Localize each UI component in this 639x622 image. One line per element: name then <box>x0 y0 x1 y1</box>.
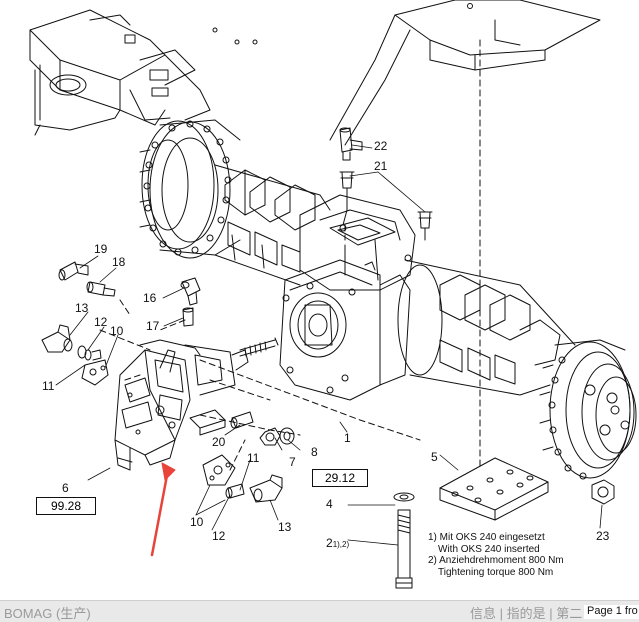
elbow-13 <box>41 324 73 353</box>
note-2-en: Tightening torque 800 Nm <box>438 566 554 578</box>
fitting-19 <box>58 261 89 281</box>
fitting-16 <box>180 277 201 306</box>
callout-13-upper: 13 <box>75 301 89 315</box>
callout-12-lower: 12 <box>212 529 226 543</box>
ref-box-axle: 29.12 <box>312 469 368 487</box>
callout-10-lower: 10 <box>190 515 204 529</box>
nut-7 <box>259 427 281 446</box>
viewer-status-bar: BOMAG (生产) 信息 | 指的是 | 第二 Page 1 fro <box>0 600 639 622</box>
callout-20: 20 <box>212 435 226 449</box>
nut-23 <box>591 479 615 505</box>
callout-12-upper: 12 <box>94 315 108 329</box>
page-indicator[interactable]: Page 1 fro <box>584 605 639 619</box>
mounting-plate-5 <box>439 457 549 521</box>
callout-8: 8 <box>311 445 318 459</box>
bolt-2 <box>393 492 415 589</box>
exploded-parts-diagram <box>29 0 637 589</box>
valve-block <box>114 339 249 471</box>
washer-8 <box>279 427 295 445</box>
note-1-en: With OKS 240 inserted <box>438 543 540 555</box>
differential-housing <box>279 194 416 401</box>
footnotes: 1) Mit OKS 240 eingesetzt With OKS 240 i… <box>428 532 564 578</box>
elbow-13-lower <box>249 474 283 503</box>
callout-1: 1 <box>344 431 351 445</box>
right-axle-tube <box>397 259 576 396</box>
bolt-1 <box>239 337 279 357</box>
fitting-20 <box>230 411 254 429</box>
fitting-17 <box>182 307 194 327</box>
callout-11-lower: 11 <box>247 451 260 465</box>
red-arrow-indicator <box>150 462 176 557</box>
callout-7: 7 <box>289 455 296 469</box>
callout-21: 21 <box>374 159 388 173</box>
left-wheel-hub <box>139 119 241 259</box>
right-wheel-hub <box>539 339 637 480</box>
washer-12 <box>77 345 102 361</box>
callout-13-lower: 13 <box>278 520 292 534</box>
callout-2-note-ref: 1),2) <box>332 540 350 549</box>
chassis-frame <box>29 9 258 136</box>
callout-11-upper: 11 <box>42 379 55 393</box>
callout-2: 21),2) <box>326 537 349 549</box>
callout-18: 18 <box>112 255 126 269</box>
fitting-18 <box>86 281 116 297</box>
chassis-frame-right <box>329 0 601 146</box>
footer-ghost-text-right: 信息 | 指的是 | 第二 <box>470 606 583 621</box>
left-axle-tube <box>214 164 331 286</box>
flange-10 <box>81 359 109 386</box>
fitting-11-lower <box>225 483 245 499</box>
callout-19: 19 <box>94 242 108 256</box>
callout-6: 6 <box>62 481 69 495</box>
callout-22: 22 <box>374 139 388 153</box>
fittings-top <box>339 127 433 241</box>
note-2-de: 2) Anziehdrehmoment 800 Nm <box>428 555 564 566</box>
bracket-plate <box>189 409 226 436</box>
ref-box-valve: 99.28 <box>36 497 96 515</box>
callout-4: 4 <box>326 497 333 511</box>
note-1-de: 1) Mit OKS 240 eingesetzt <box>428 532 545 543</box>
assembly-lines <box>99 39 481 471</box>
footer-ghost-text: BOMAG (生产) <box>4 606 91 621</box>
callout-23: 23 <box>596 529 610 543</box>
callout-17: 17 <box>146 319 160 333</box>
flange-10-lower <box>202 454 236 486</box>
leader-lines <box>55 144 603 546</box>
callout-5: 5 <box>431 450 438 464</box>
callout-10-upper: 10 <box>110 324 124 338</box>
callout-16: 16 <box>143 291 157 305</box>
callout-2-number: 2 <box>326 536 333 550</box>
